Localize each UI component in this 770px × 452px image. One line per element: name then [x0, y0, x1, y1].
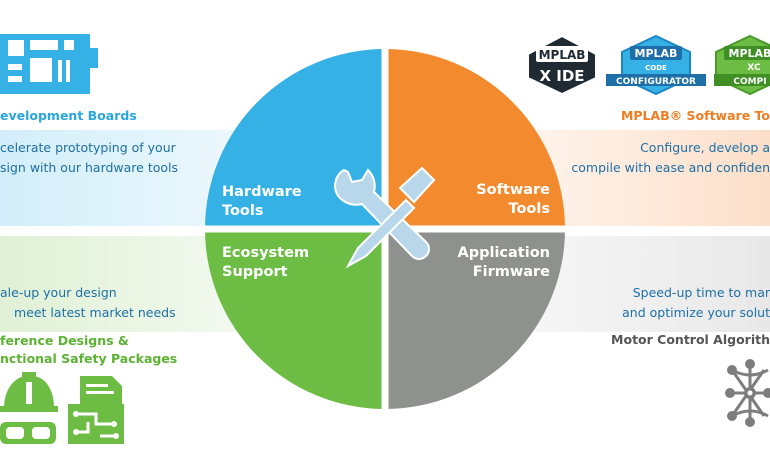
software-label-line2: Tools — [508, 201, 551, 217]
firmware-desc-line1: Speed-up time to mar — [632, 285, 770, 300]
reference-designs-title-line2: nctional Safety Packages — [0, 351, 178, 366]
badge-xc-top: MPLAB — [729, 47, 770, 60]
software-label-line1: Software — [476, 182, 550, 198]
hardware-tools-label: Hardware Tools — [222, 183, 302, 221]
mplab-xc-compiler-badge-icon: MPLAB XC COMPI — [714, 34, 770, 96]
document-schematic-icon — [68, 376, 124, 444]
mplab-software-title: MPLAB® Software To — [620, 108, 770, 123]
software-desc-line1: Configure, develop a — [640, 140, 770, 155]
reference-designs-title-line1: ference Designs & — [0, 333, 129, 348]
hardware-label-line2: Tools — [222, 203, 264, 219]
badge-xc-bottom: COMPI — [733, 77, 766, 87]
ecosystem-desc-line1: ale-up your design — [0, 285, 117, 300]
ecosystem-label-line2: Support — [222, 264, 288, 280]
wrench-screwdriver-icon — [334, 166, 436, 269]
quadrant-firmware — [385, 229, 565, 409]
firmware-desc-line2: and optimize your solut — [622, 305, 770, 320]
goggles-icon — [0, 422, 56, 444]
firmware-label-line2: Firmware — [472, 264, 550, 280]
mplab-code-configurator-badge-icon: MPLAB CODE CONFIGURATOR — [606, 34, 706, 96]
hardware-desc-line1: celerate prototyping of your — [0, 140, 176, 155]
development-boards-title: evelopment Boards — [0, 108, 137, 123]
hard-hat-icon — [0, 372, 58, 412]
ecosystem-support-label: Ecosystem Support — [222, 244, 309, 282]
software-desc-line2: compile with ease and confiden — [571, 160, 770, 175]
application-firmware-label: Application Firmware — [458, 244, 551, 282]
ecosystem-desc-line2: meet latest market needs — [14, 305, 176, 320]
badge-mcc-top: MPLAB — [635, 47, 678, 60]
badge-mcc-bottom: CONFIGURATOR — [616, 77, 696, 87]
hardware-desc-line2: sign with our hardware tools — [0, 160, 179, 175]
network-globe-icon — [725, 359, 770, 427]
badge-ide-bottom: X IDE — [539, 67, 584, 85]
ecosystem-label-line1: Ecosystem — [222, 245, 310, 261]
motor-control-title: Motor Control Algorith — [611, 332, 770, 347]
firmware-label-line1: Application — [457, 245, 551, 261]
badge-ide-top: MPLAB — [539, 48, 586, 62]
hardware-label-line1: Hardware — [222, 184, 302, 200]
quadrant-ecosystem — [205, 229, 385, 409]
badge-mcc-mid: CODE — [645, 64, 667, 72]
badge-xc-mid: XC — [747, 63, 761, 73]
circuit-board-icon — [0, 34, 98, 94]
software-tools-label: Software Tools — [476, 181, 550, 219]
mplab-x-ide-badge-icon: MPLAB X IDE — [527, 34, 597, 96]
